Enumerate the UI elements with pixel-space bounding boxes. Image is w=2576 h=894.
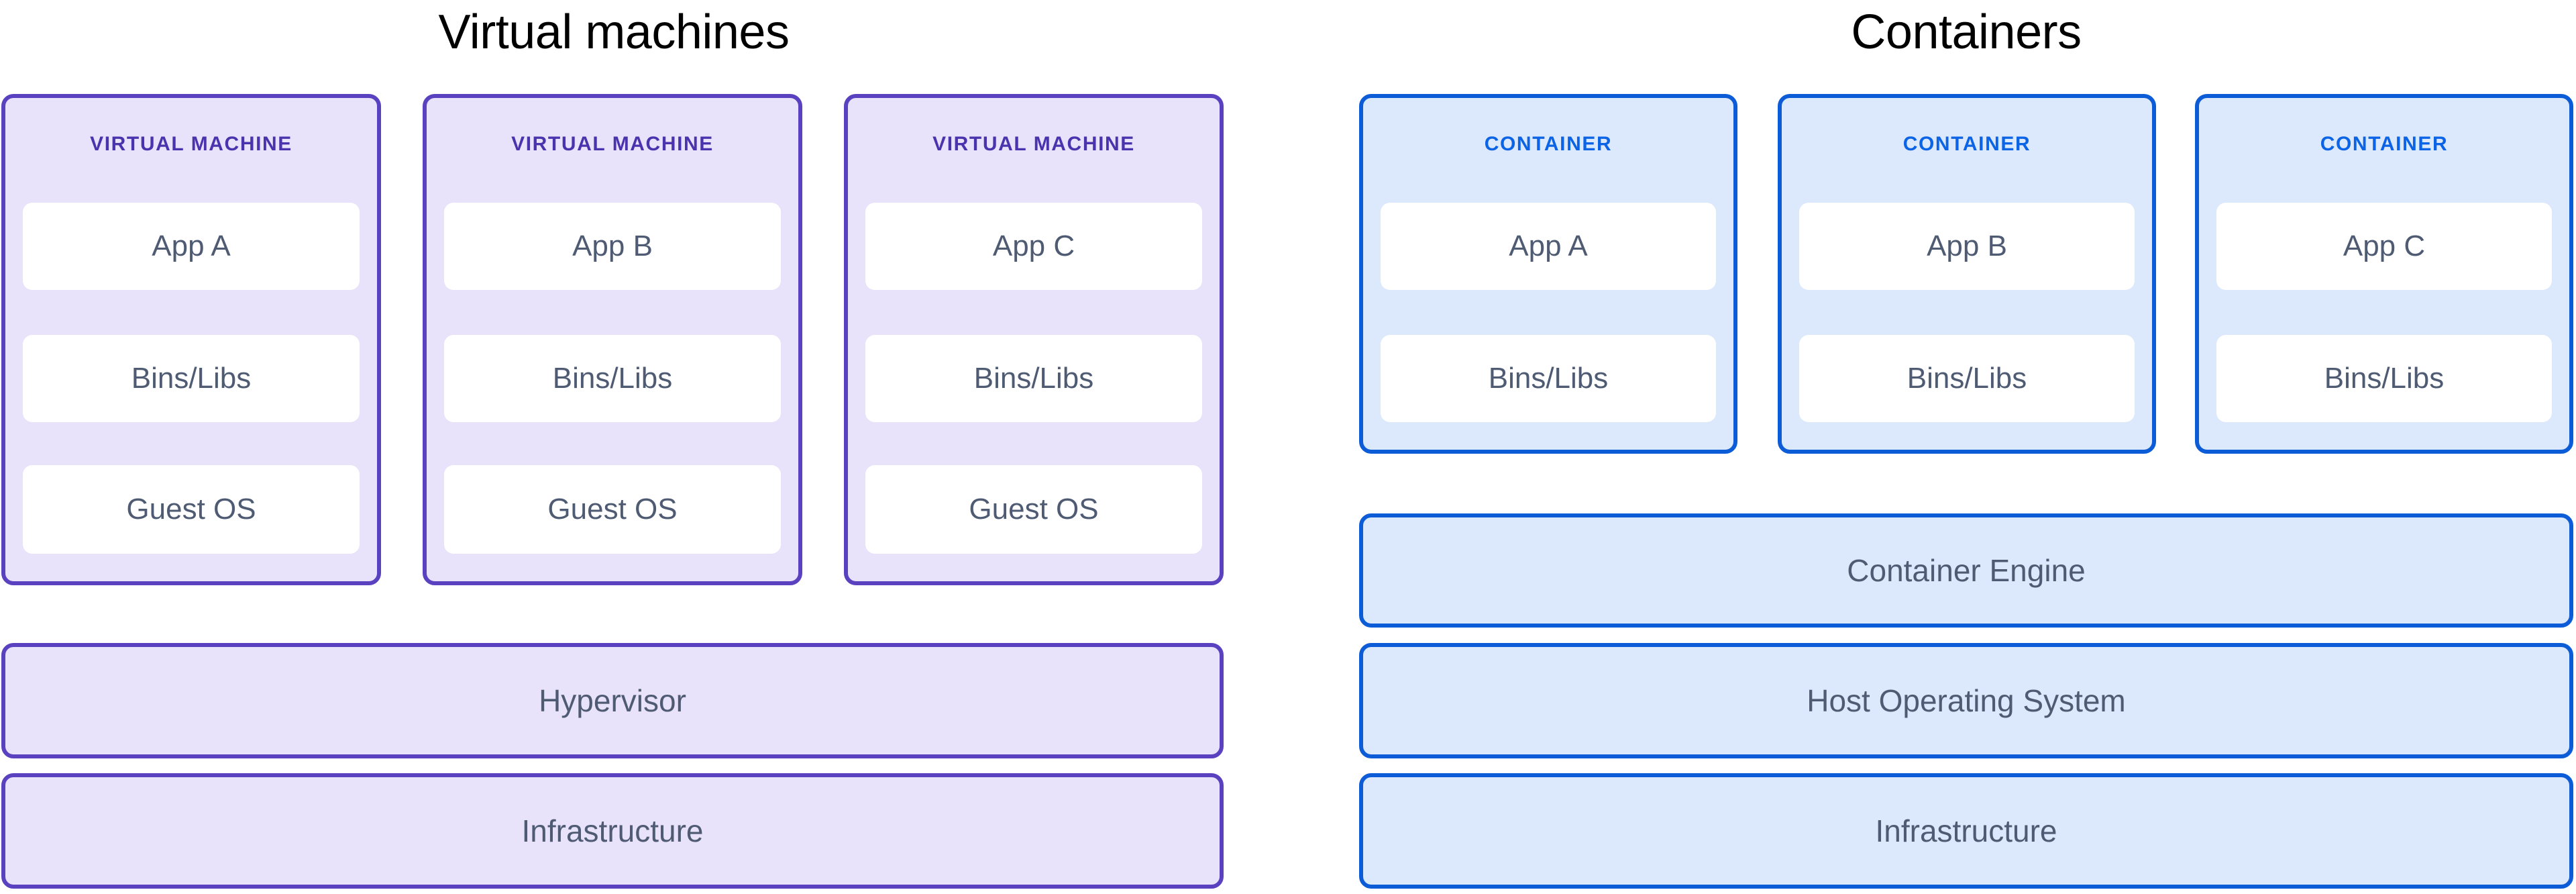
container-card-1-layer-app: App A xyxy=(1381,203,1716,290)
container-card-1: CONTAINER App A Bins/Libs xyxy=(1359,94,1737,454)
virtual-machine-card-1-layer-binslibs: Bins/Libs xyxy=(23,335,360,422)
host-operating-system-bar: Host Operating System xyxy=(1359,643,2573,758)
container-card-3-header: CONTAINER xyxy=(2320,133,2449,155)
virtual-machine-card-3-layer-app: App C xyxy=(865,203,1202,290)
container-engine-bar: Container Engine xyxy=(1359,513,2573,628)
virtual-machines-title: Virtual machines xyxy=(438,5,790,59)
virtual-machine-card-2: VIRTUAL MACHINE App B Bins/Libs Guest OS xyxy=(423,94,802,585)
virtual-machine-card-3: VIRTUAL MACHINE App C Bins/Libs Guest OS xyxy=(844,94,1224,585)
virtual-machine-card-1-layer-guestos: Guest OS xyxy=(23,465,360,554)
container-card-1-layer-binslibs: Bins/Libs xyxy=(1381,335,1716,422)
virtual-machine-card-1: VIRTUAL MACHINE App A Bins/Libs Guest OS xyxy=(1,94,381,585)
containers-title: Containers xyxy=(1851,5,2082,59)
virtual-machine-card-1-header: VIRTUAL MACHINE xyxy=(90,133,292,155)
virtual-machine-card-3-layer-binslibs: Bins/Libs xyxy=(865,335,1202,422)
container-card-2-header: CONTAINER xyxy=(1902,133,2031,155)
container-card-3: CONTAINER App C Bins/Libs xyxy=(2195,94,2573,454)
virtual-machine-card-2-header: VIRTUAL MACHINE xyxy=(511,133,714,155)
container-card-1-header: CONTAINER xyxy=(1484,133,1613,155)
container-card-2-layer-binslibs: Bins/Libs xyxy=(1799,335,2135,422)
virtual-machine-card-2-layer-app: App B xyxy=(444,203,781,290)
container-infrastructure-bar: Infrastructure xyxy=(1359,773,2573,889)
container-card-2-layer-app: App B xyxy=(1799,203,2135,290)
virtual-machine-card-3-header: VIRTUAL MACHINE xyxy=(932,133,1135,155)
hypervisor-bar: Hypervisor xyxy=(1,643,1224,758)
container-card-2: CONTAINER App B Bins/Libs xyxy=(1778,94,2156,454)
virtual-machine-card-2-layer-guestos: Guest OS xyxy=(444,465,781,554)
virtual-machine-card-3-layer-guestos: Guest OS xyxy=(865,465,1202,554)
vm-infrastructure-bar: Infrastructure xyxy=(1,773,1224,889)
container-card-3-layer-app: App C xyxy=(2216,203,2552,290)
virtual-machine-card-2-layer-binslibs: Bins/Libs xyxy=(444,335,781,422)
container-card-3-layer-binslibs: Bins/Libs xyxy=(2216,335,2552,422)
virtual-machine-card-1-layer-app: App A xyxy=(23,203,360,290)
